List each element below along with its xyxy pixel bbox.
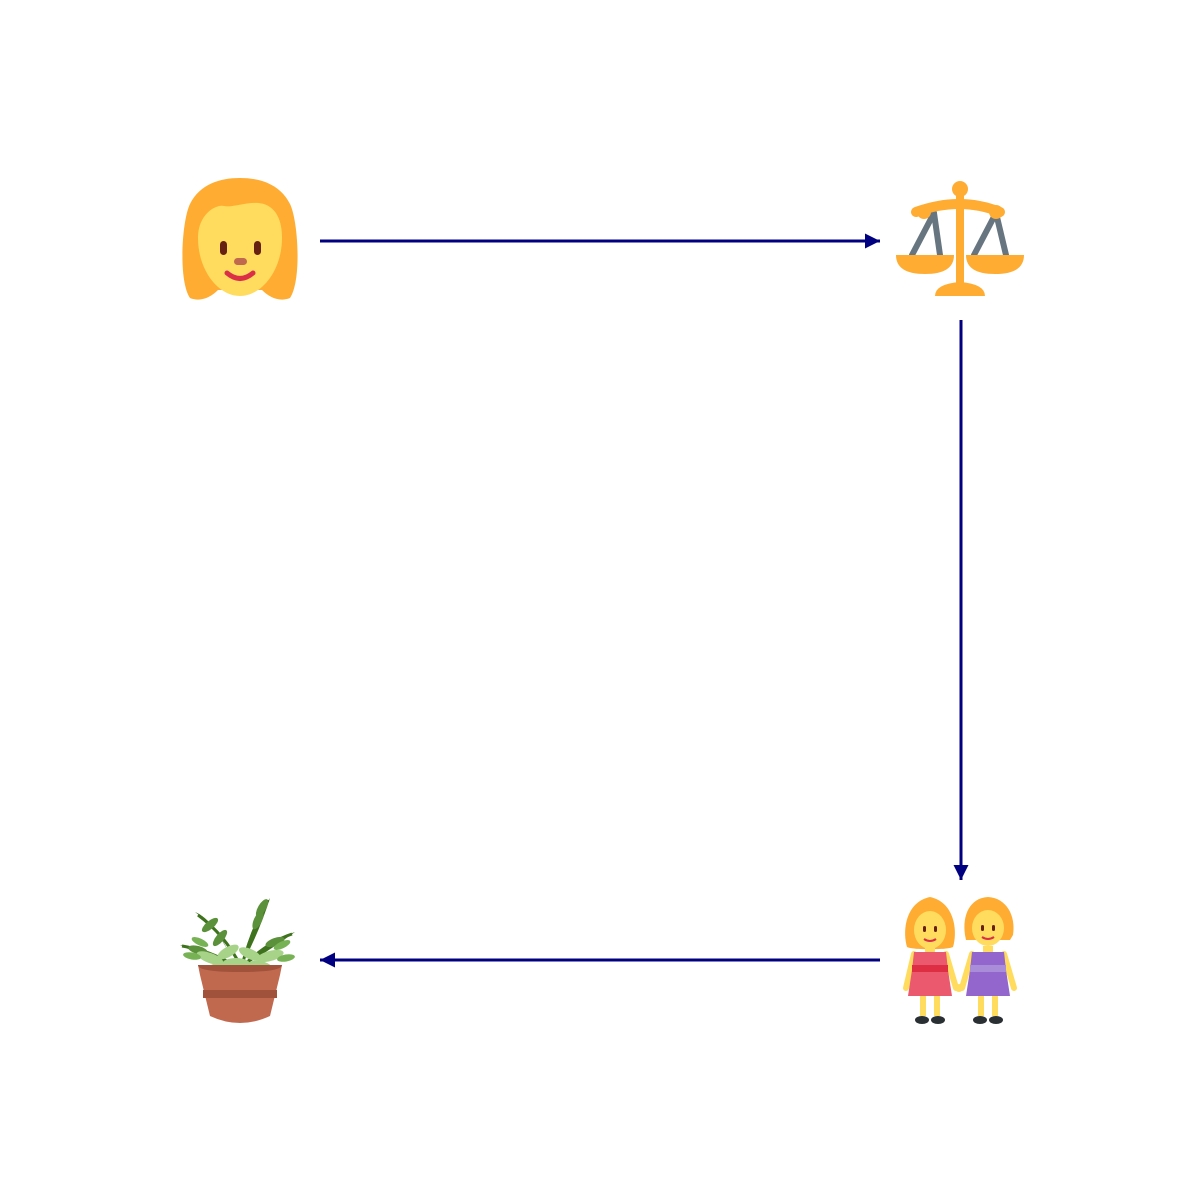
balance-scale-icon	[896, 181, 1024, 296]
right-woman	[959, 897, 1017, 1024]
potted-plant-icon	[180, 898, 295, 1023]
left-woman	[903, 897, 959, 1024]
edges	[320, 233, 969, 968]
woman-icon	[182, 178, 298, 300]
two-women-holding-hands-icon	[903, 897, 1017, 1024]
